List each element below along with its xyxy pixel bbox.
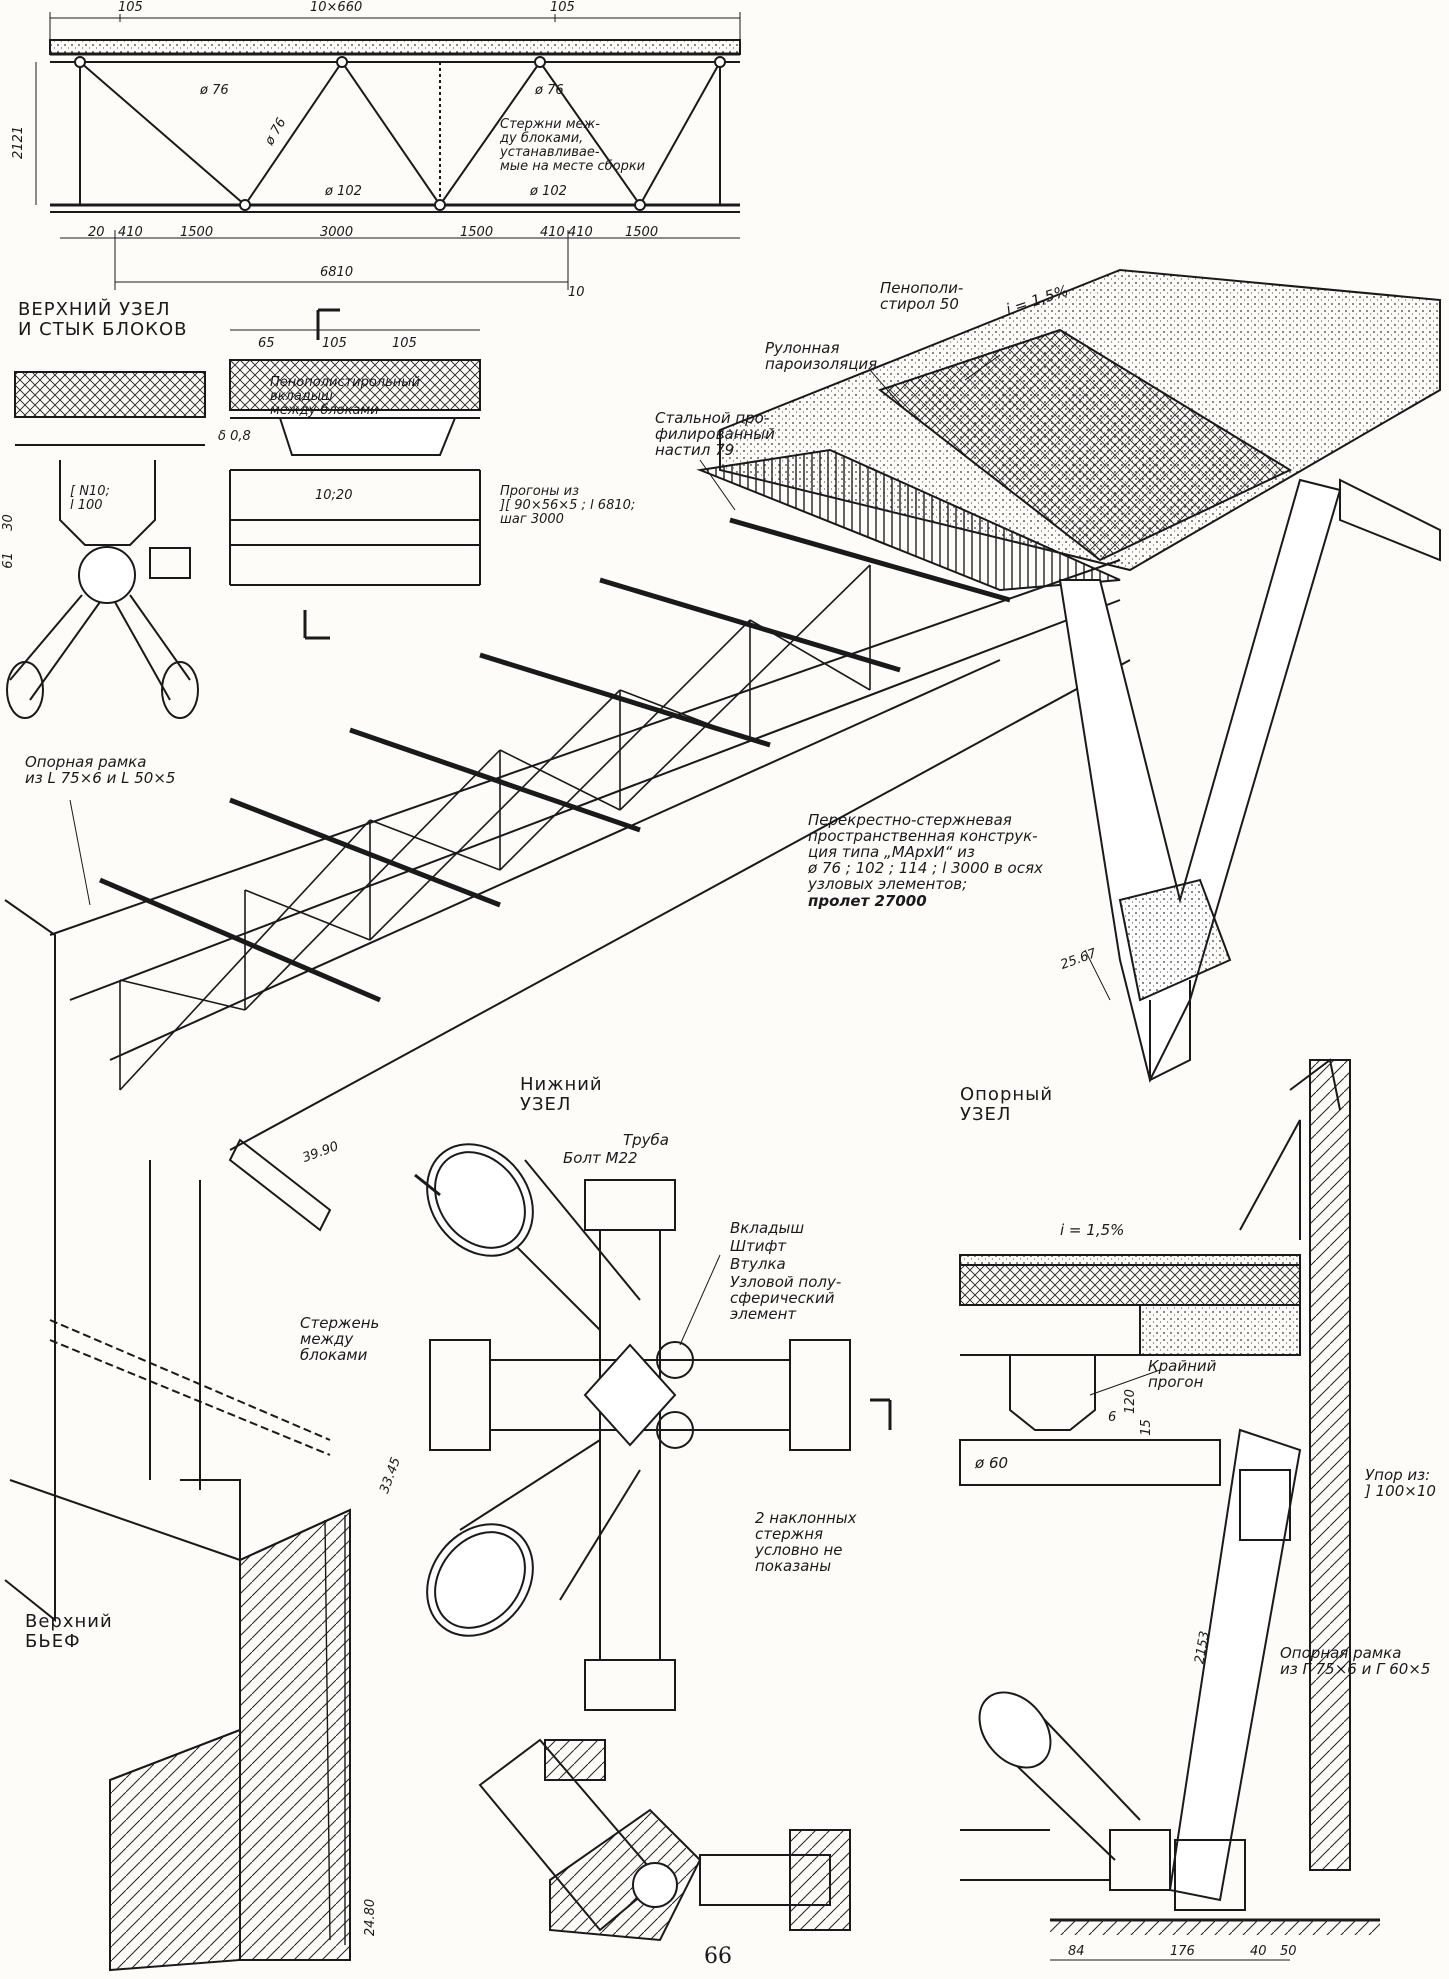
dam-wall [4,899,351,1972]
support-node-dim-84: 84 [1068,1944,1085,1959]
support-node-dim-15: 15 [1138,1419,1154,1436]
truss-elevation [35,12,741,290]
bottom-node-bolt: Болт М22 [563,1149,638,1167]
bottom-node-sleeve: Втулка [730,1255,786,1273]
support-node-title: Опорный УЗЕЛ [960,1084,1054,1125]
top-node-dim-61: 61 [0,552,16,569]
pipe-label-76-a: ø 76 [200,83,229,98]
bottom-node-detail [414,1143,892,1711]
truss-note: Стержни меж- ду блоками, устанавливае- м… [500,117,646,174]
support-node-edge-purlin: Крайний прогон [1148,1357,1217,1391]
truss-dim-b5: 410 [540,225,565,240]
pipe-label-76-b: ø 76 [535,83,564,98]
upper-pool-label: Верхний БЬЕФ [25,1611,113,1652]
purlin-section-detail [229,308,481,640]
support-node-detail [959,1058,1380,1961]
leader-lines [69,354,1161,1396]
section-purlins: Прогоны из ][ 90×56×5 ; l 6810; шаг 3000 [500,484,636,527]
truss-dim-10x660: 10×660 [310,0,363,15]
support-node-dim-6: 6 [1108,1410,1117,1425]
truss-height-dim: 2121 [11,125,27,160]
bottom-node-title: Нижний УЗЕЛ [520,1074,603,1115]
bottom-node-pin: Штифт [730,1237,787,1255]
support-node-dim-50: 50 [1280,1944,1297,1959]
bottom-node-pipe: Труба [623,1131,670,1149]
top-node-channel: [ N10; l 100 [70,484,110,513]
truss-dim-b3: 3000 [320,225,354,240]
bottom-node-insert: Вкладыш [730,1219,805,1237]
support-node-pipe: ø 60 [975,1454,1009,1472]
pipe-label-102-a: ø 102 [325,184,362,199]
span-label: пролет 27000 [808,892,927,910]
truss-dim-105-left: 105 [118,0,143,15]
page-number: 66 [704,1944,732,1969]
section-delta: δ 0,8 [218,429,251,444]
truss-dim-105-right: 105 [550,0,575,15]
top-node-title: ВЕРХНИЙ УЗЕЛ И СТЫК БЛОКОВ [18,299,188,340]
bottom-joint-section [478,1738,851,1942]
roof-vapor-label: Рулонная пароизоляция [765,339,878,373]
truss-dim-b1: 410 [118,225,143,240]
bottom-node-rod-between: Стержень между блоками [300,1314,380,1364]
truss-dim-b4: 1500 [460,225,494,240]
section-dim-65: 65 [258,336,275,351]
support-node-dim-40: 40 [1250,1944,1267,1959]
bottom-node-hemisphere: Узловой полу- сферический элемент [730,1273,842,1323]
section-dim-105-a: 105 [322,336,347,351]
section-foam-insert: Пенополистирольный вкладыш между блоками [270,375,420,418]
section-dim-105-b: 105 [392,336,417,351]
section-dim-1020: 10;20 [315,488,353,503]
space-frame-perspective [49,268,1441,1232]
support-frame-label: Опорная рамка из L 75×6 и L 50×5 [25,753,176,787]
support-node-stop: Упор из: ] 100×10 [1365,1466,1436,1500]
support-node-dim-120: 120 [1122,1389,1138,1414]
top-node-detail [6,371,206,719]
truss-dim-10: 10 [568,285,585,300]
structure-note: Перекрестно-стержневая пространственная … [808,811,1043,893]
bottom-node-note: 2 наклонных стержня условно не показаны [755,1509,857,1575]
truss-dim-total: 6810 [320,265,354,280]
pipe-label-102-b: ø 102 [530,184,567,199]
support-node-slope: i = 1,5% [1060,1221,1125,1239]
support-node-frame: Опорная рамка из Г 75×6 и Г 60×5 [1280,1644,1431,1678]
elevation-24-80: 24.80 [363,1898,379,1937]
roof-foam-label: Пенополи- стирол 50 [880,279,964,313]
truss-dim-b7: 1500 [625,225,659,240]
top-node-dim-30: 30 [0,514,16,531]
support-node-dim-176: 176 [1170,1944,1195,1959]
truss-dim-b2: 1500 [180,225,214,240]
truss-dim-b6: 410 [568,225,593,240]
truss-dim-b0: 20 [88,225,105,240]
roof-deck-label: Стальной про- филированный настил 79 [655,409,775,459]
